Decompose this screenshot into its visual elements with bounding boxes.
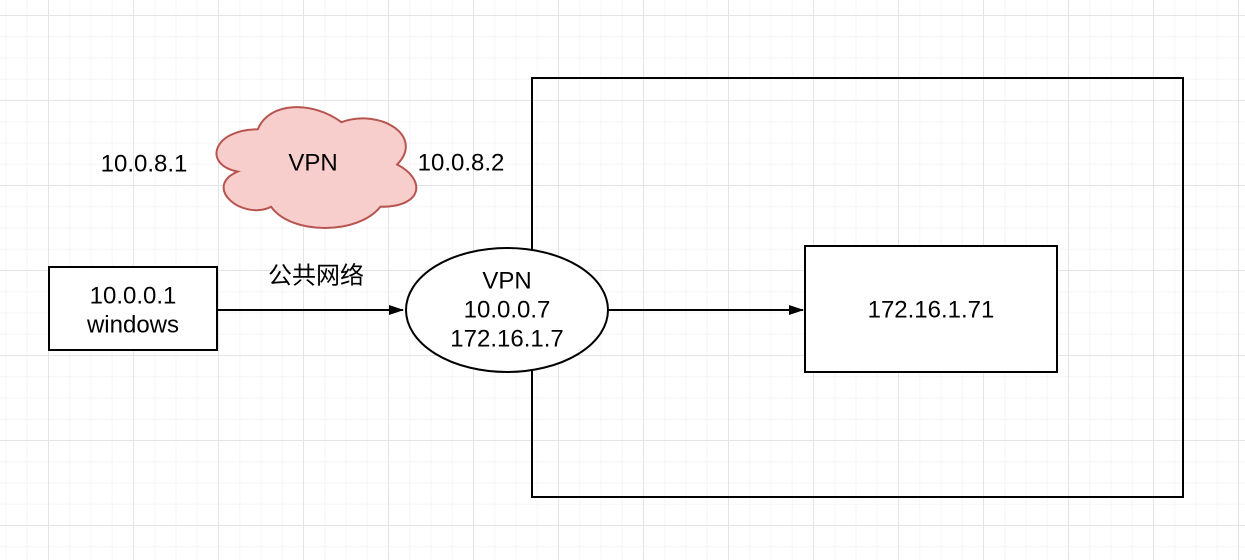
cloud-left-ip-label: 10.0.8.1: [101, 151, 188, 178]
public-network-edge[interactable]: 公共网络: [217, 263, 404, 315]
vpn-server-public-ip: 10.0.0.7: [464, 297, 551, 324]
client-node-ip: 10.0.0.1: [90, 283, 177, 310]
vpn-cloud-label: VPN: [288, 150, 337, 177]
vpn-cloud[interactable]: VPN: [215, 106, 418, 229]
client-node-name: windows: [86, 312, 179, 339]
target-node-ip: 172.16.1.71: [868, 297, 995, 324]
client-node-rect[interactable]: [48, 266, 218, 351]
public-network-edge-label: 公共网络: [268, 263, 364, 290]
vpn-server-ellipse[interactable]: [405, 247, 609, 373]
client-node[interactable]: 10.0.0.1 windows: [48, 266, 218, 351]
target-node-rect[interactable]: [804, 245, 1058, 373]
cloud-right-ip-label: 10.0.8.2: [418, 150, 505, 177]
target-node[interactable]: 172.16.1.71: [804, 245, 1058, 373]
cloud-shape[interactable]: [215, 106, 418, 229]
vpn-server-tunnel-ip: 172.16.1.7: [450, 326, 563, 353]
vpn-server-label: VPN: [482, 268, 531, 295]
vpn-server-node[interactable]: VPN 10.0.0.7 172.16.1.7: [405, 247, 609, 373]
